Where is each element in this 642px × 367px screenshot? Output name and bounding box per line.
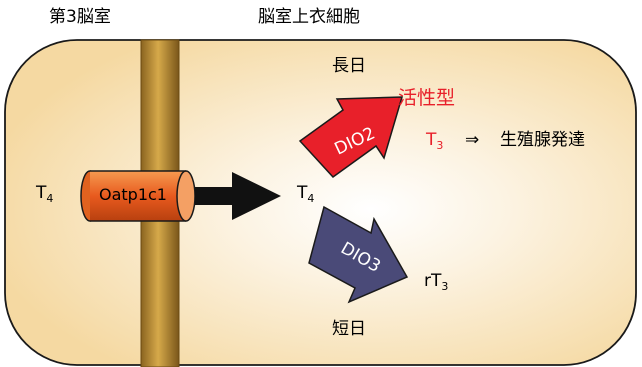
oatp1c1-label: Oatp1c1 [99,185,167,204]
t4-outside-label: T4 [36,183,54,205]
transport-arrow [195,172,281,220]
dio2-arrow [298,96,404,178]
third-ventricle-label: 第3脳室 [49,7,111,27]
dio3-arrow [308,205,409,304]
gonad-development-label: 生殖腺発達 [500,130,585,150]
tanycyte-label: 脳室上衣細胞 [258,7,360,27]
implies-symbol: ⇒ [465,130,480,150]
rt3-label: rT3 [424,271,449,293]
active-form-label: 活性型 [398,87,456,109]
oatp1c1-transporter [80,170,196,222]
long-day-label: 長日 [332,56,366,76]
short-day-label: 短日 [332,319,366,339]
t4-inside-label: T4 [297,183,315,205]
t3-label: T3 [426,130,444,152]
